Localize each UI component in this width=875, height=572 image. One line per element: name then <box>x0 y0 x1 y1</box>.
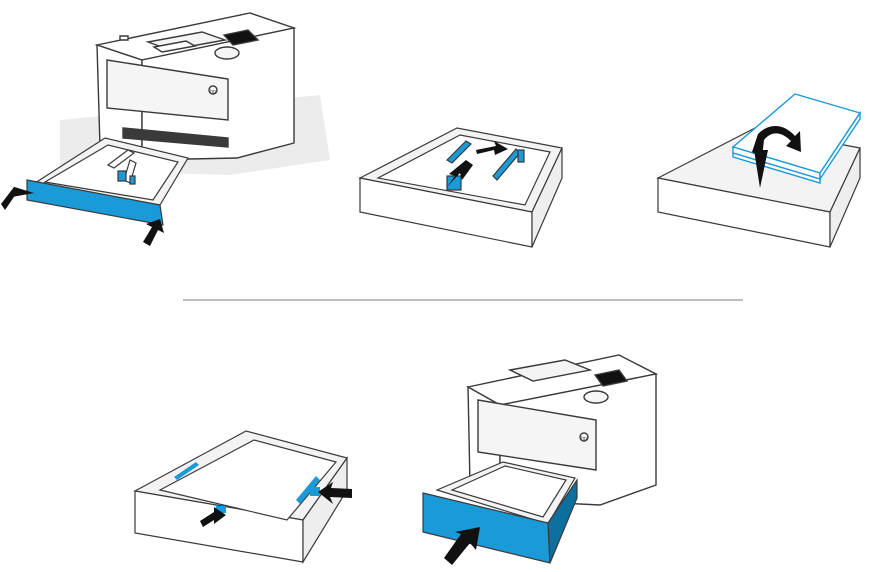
curved-load-arrow <box>752 125 801 158</box>
pull-arrow-left <box>1 185 34 210</box>
paper-tray <box>360 128 562 247</box>
step-4-adjust-guides-to-paper <box>135 431 352 562</box>
step-1-remove-tray: hp <box>1 13 330 246</box>
paper-tray <box>27 138 188 225</box>
paper-tray <box>423 462 577 563</box>
blue-guide-handle <box>118 171 126 181</box>
slide-arrow-right <box>476 141 508 155</box>
blue-guide-handle <box>216 506 226 513</box>
step-2-adjust-guides <box>360 128 562 247</box>
paper-tray <box>135 431 347 562</box>
pull-arrow-right <box>143 219 164 246</box>
push-arrow-right <box>318 482 352 504</box>
push-arrow-left <box>200 507 226 527</box>
printer-illustration <box>97 13 294 160</box>
step-3-load-paper <box>658 94 860 247</box>
printer-logo: hp <box>210 89 216 95</box>
printer-logo: hp <box>581 436 587 442</box>
blue-guide-rail <box>447 141 471 163</box>
blue-guide-rail <box>174 462 199 480</box>
step-5-insert-tray: hp <box>423 355 656 565</box>
blue-guide-handle <box>447 176 461 190</box>
push-arrow-in <box>444 527 480 565</box>
slide-arrow-down <box>447 160 473 187</box>
